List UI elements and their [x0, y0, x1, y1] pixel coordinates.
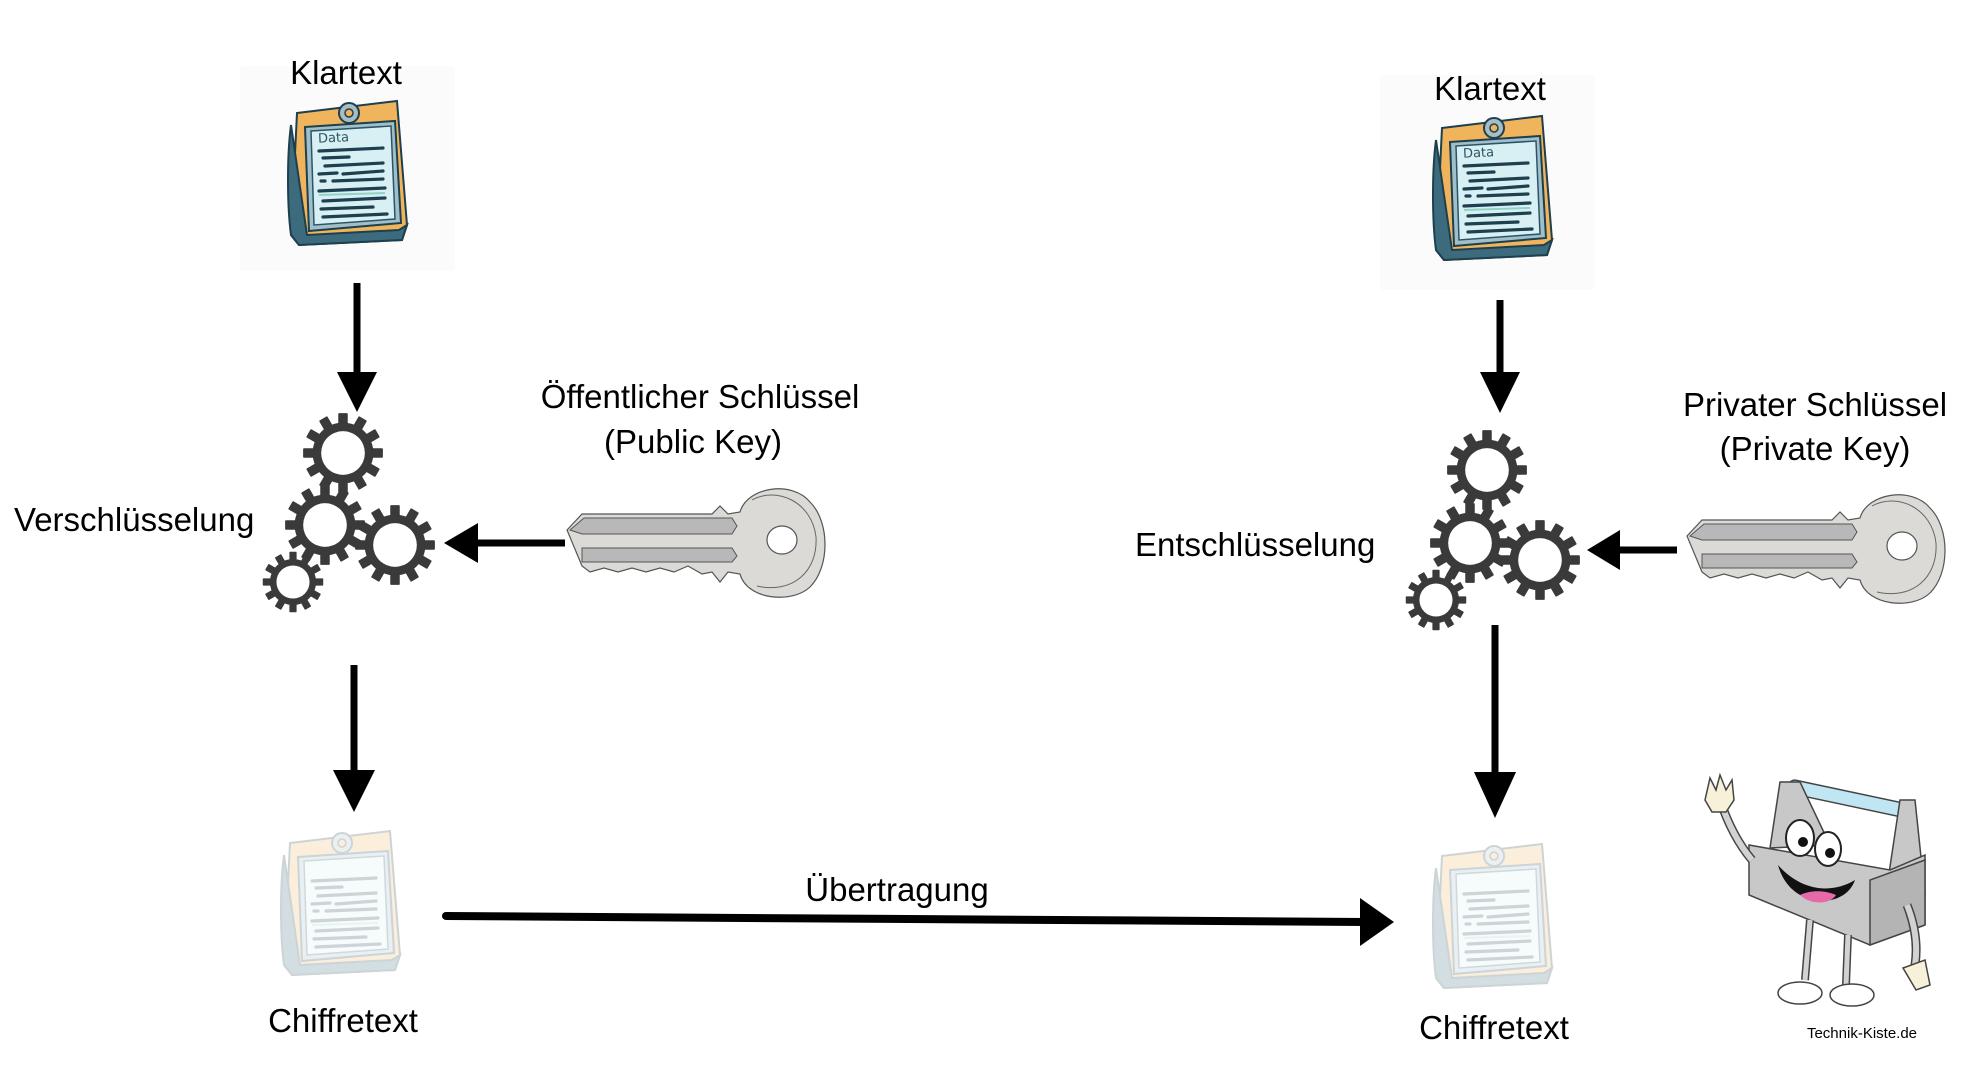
- doc-heading-left: Data: [317, 130, 350, 147]
- branding-site-label: Technik-Kiste.de: [1806, 1025, 1918, 1042]
- private-key-label-line2: (Private Key): [1719, 430, 1911, 467]
- arrow-encryption-to-ciphertext: [333, 665, 375, 812]
- arrow-plaintext-to-encryption: [337, 283, 377, 412]
- encryption-process-label: Verschlüsselung: [14, 501, 255, 538]
- ciphertext-document-icon-right: [1431, 842, 1554, 990]
- plaintext-label-right: Klartext: [1434, 70, 1546, 107]
- plaintext-label-left: Klartext: [290, 54, 402, 91]
- transmission-arrow: [442, 898, 1394, 946]
- arrow-private-key-to-decryption: [1587, 530, 1677, 570]
- decryption-gears-icon: [1405, 430, 1580, 631]
- transmission-label: Übertragung: [805, 871, 989, 908]
- ciphertext-label-left: Chiffretext: [268, 1002, 418, 1039]
- encryption-gears-icon: [262, 413, 435, 613]
- public-key-label-line1: Öffentlicher Schlüssel: [540, 378, 860, 415]
- arrow-public-key-to-encryption: [444, 523, 565, 563]
- private-key-label-line1: Privater Schlüssel: [1682, 386, 1948, 423]
- decryption-process-label: Entschlüsselung: [1135, 526, 1376, 563]
- plaintext-document-icon-right: [1431, 114, 1554, 262]
- ciphertext-document-icon-left: [279, 829, 402, 977]
- public-key-label-line2: (Public Key): [604, 423, 782, 460]
- technik-kiste-mascot-logo: [1704, 772, 1931, 1007]
- arrow-plaintext-to-decryption: [1480, 300, 1520, 413]
- arrow-decryption-to-ciphertext: [1474, 625, 1516, 818]
- doc-heading-right: Data: [1462, 145, 1495, 162]
- public-key-icon: [566, 488, 826, 598]
- ciphertext-label-right: Chiffretext: [1419, 1009, 1569, 1046]
- private-key-icon: [1686, 494, 1946, 604]
- plaintext-document-icon-left: [286, 99, 409, 247]
